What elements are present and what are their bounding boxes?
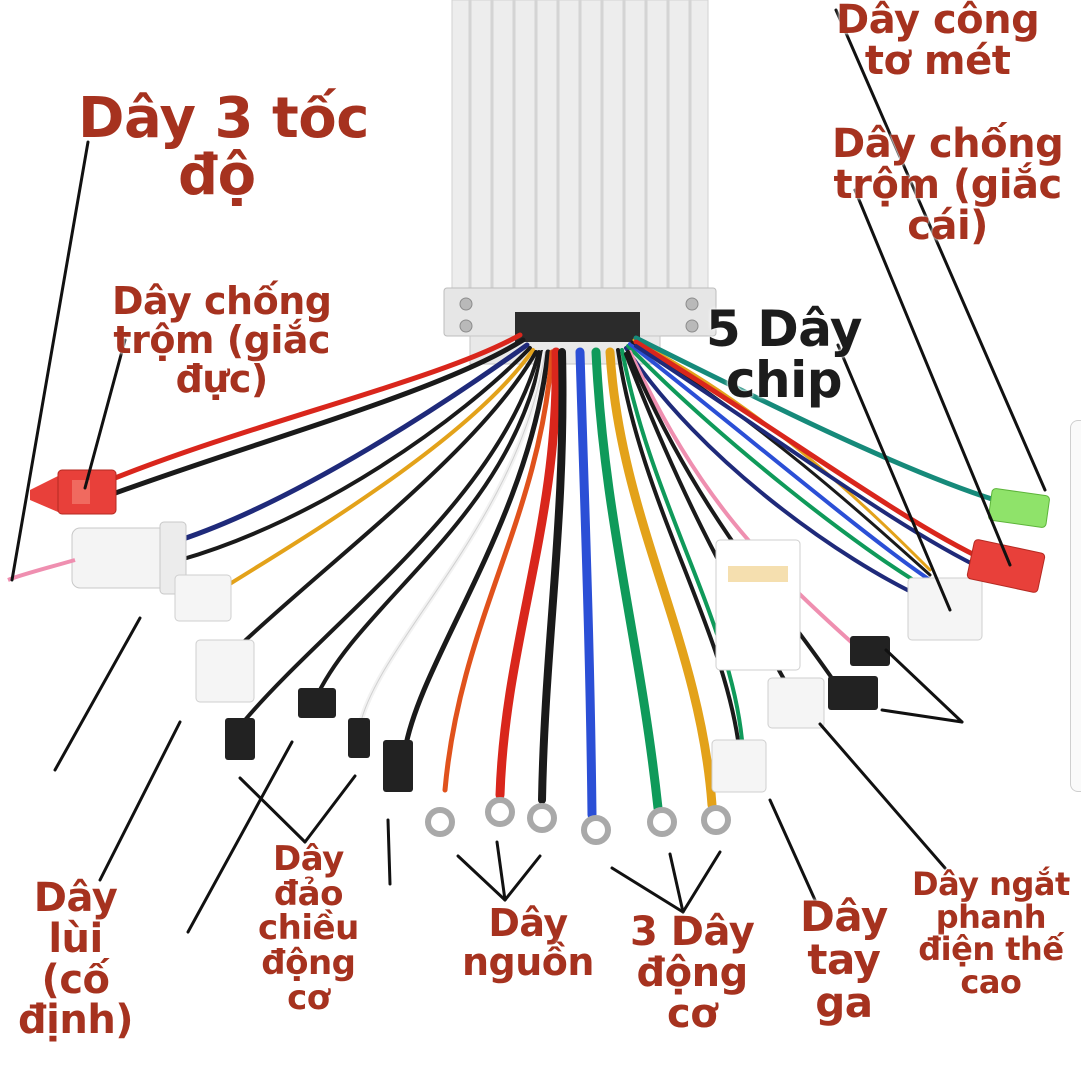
label-power-wires: Dây nguồn — [462, 904, 594, 982]
connector-speedometer — [988, 488, 1050, 528]
wire-bundle — [107, 332, 998, 820]
label-high-voltage-brake-cutoff: Dây ngắt phanh điện thế cao — [912, 868, 1070, 999]
label-line: Dây chống — [112, 279, 332, 323]
connector-throttle — [711, 739, 767, 793]
label-line: ga — [815, 977, 873, 1027]
connector-small — [195, 639, 255, 703]
label-throttle: Dây tay ga — [800, 892, 888, 1027]
connector-reverse — [174, 574, 232, 622]
plug-brake-2 — [828, 676, 878, 710]
label-line: phanh — [935, 897, 1047, 936]
label-line: đực) — [175, 356, 269, 401]
connector-antitheft-male — [30, 469, 117, 515]
plug-black-2 — [298, 688, 336, 718]
label-line: Dây chống — [832, 121, 1064, 167]
label-line: cao — [960, 962, 1022, 1001]
label-3-motor-wires: 3 Dây động cơ — [630, 909, 755, 1037]
label-line: lùi — [48, 915, 103, 962]
label-line: cơ — [287, 977, 330, 1018]
label-line: Dây — [33, 875, 118, 921]
label-line: động — [261, 943, 356, 984]
label-line: đảo — [273, 873, 344, 914]
label-line: nguồn — [462, 939, 594, 984]
label-line: (cố — [41, 956, 110, 1003]
label-line: chiều — [258, 908, 359, 949]
label-line: cơ — [667, 990, 718, 1037]
label-line: động — [636, 949, 749, 996]
controller-box — [443, 0, 717, 365]
connector-3-speed — [71, 521, 187, 595]
pink-wire-stub — [7, 558, 76, 582]
label-line: 3 Dây — [630, 909, 755, 955]
scrollbar[interactable] — [1070, 420, 1081, 792]
label-line: cái) — [907, 202, 988, 249]
pointer-lines — [10, 8, 1047, 934]
label-line: tơ mét — [864, 37, 1011, 84]
label-line: 5 Dây — [706, 300, 863, 358]
label-line: điện thế — [918, 930, 1064, 969]
plug-black-4 — [383, 740, 413, 792]
label-reverse-fixed: Dây lùi (cố định) — [18, 875, 134, 1044]
label-line: Dây ngắt — [912, 865, 1070, 903]
label-antitheft-male: Dây chống trộm (giắc đực) — [112, 279, 332, 401]
label-line: trộm (giắc — [833, 161, 1062, 208]
label-line: tay — [807, 934, 881, 984]
connectors — [7, 469, 1050, 845]
connector-brake — [767, 677, 825, 729]
label-5-chip-wires: 5 Dây chip — [706, 300, 863, 409]
plug-brake-1 — [850, 636, 890, 666]
label-line: trộm (giắc — [113, 317, 331, 362]
label-3-speed-wire: Dây 3 tốc độ — [78, 90, 369, 204]
ring-terminals — [425, 797, 731, 845]
label-line: Dây công — [836, 0, 1040, 43]
label-speedometer: Dây công tơ mét — [836, 0, 1040, 84]
label-line: Dây — [488, 901, 568, 945]
warning-tag — [715, 539, 801, 671]
label-line: Dây — [272, 839, 344, 879]
label-line: Dây — [800, 892, 888, 941]
label-line: chip — [725, 351, 843, 409]
label-line: Dây 3 tốc — [78, 86, 369, 151]
plug-black-1 — [225, 718, 255, 760]
label-motor-reverse: Dây đảo chiều động cơ — [258, 842, 359, 1015]
label-antitheft-female: Dây chống trộm (giắc cái) — [832, 121, 1064, 249]
connector-chip — [907, 577, 983, 641]
label-line: định) — [18, 997, 134, 1044]
warning-tag-stripe — [728, 566, 788, 582]
label-line: độ — [178, 143, 256, 209]
plug-black-3 — [348, 718, 370, 758]
connector-antitheft-female — [966, 539, 1046, 593]
